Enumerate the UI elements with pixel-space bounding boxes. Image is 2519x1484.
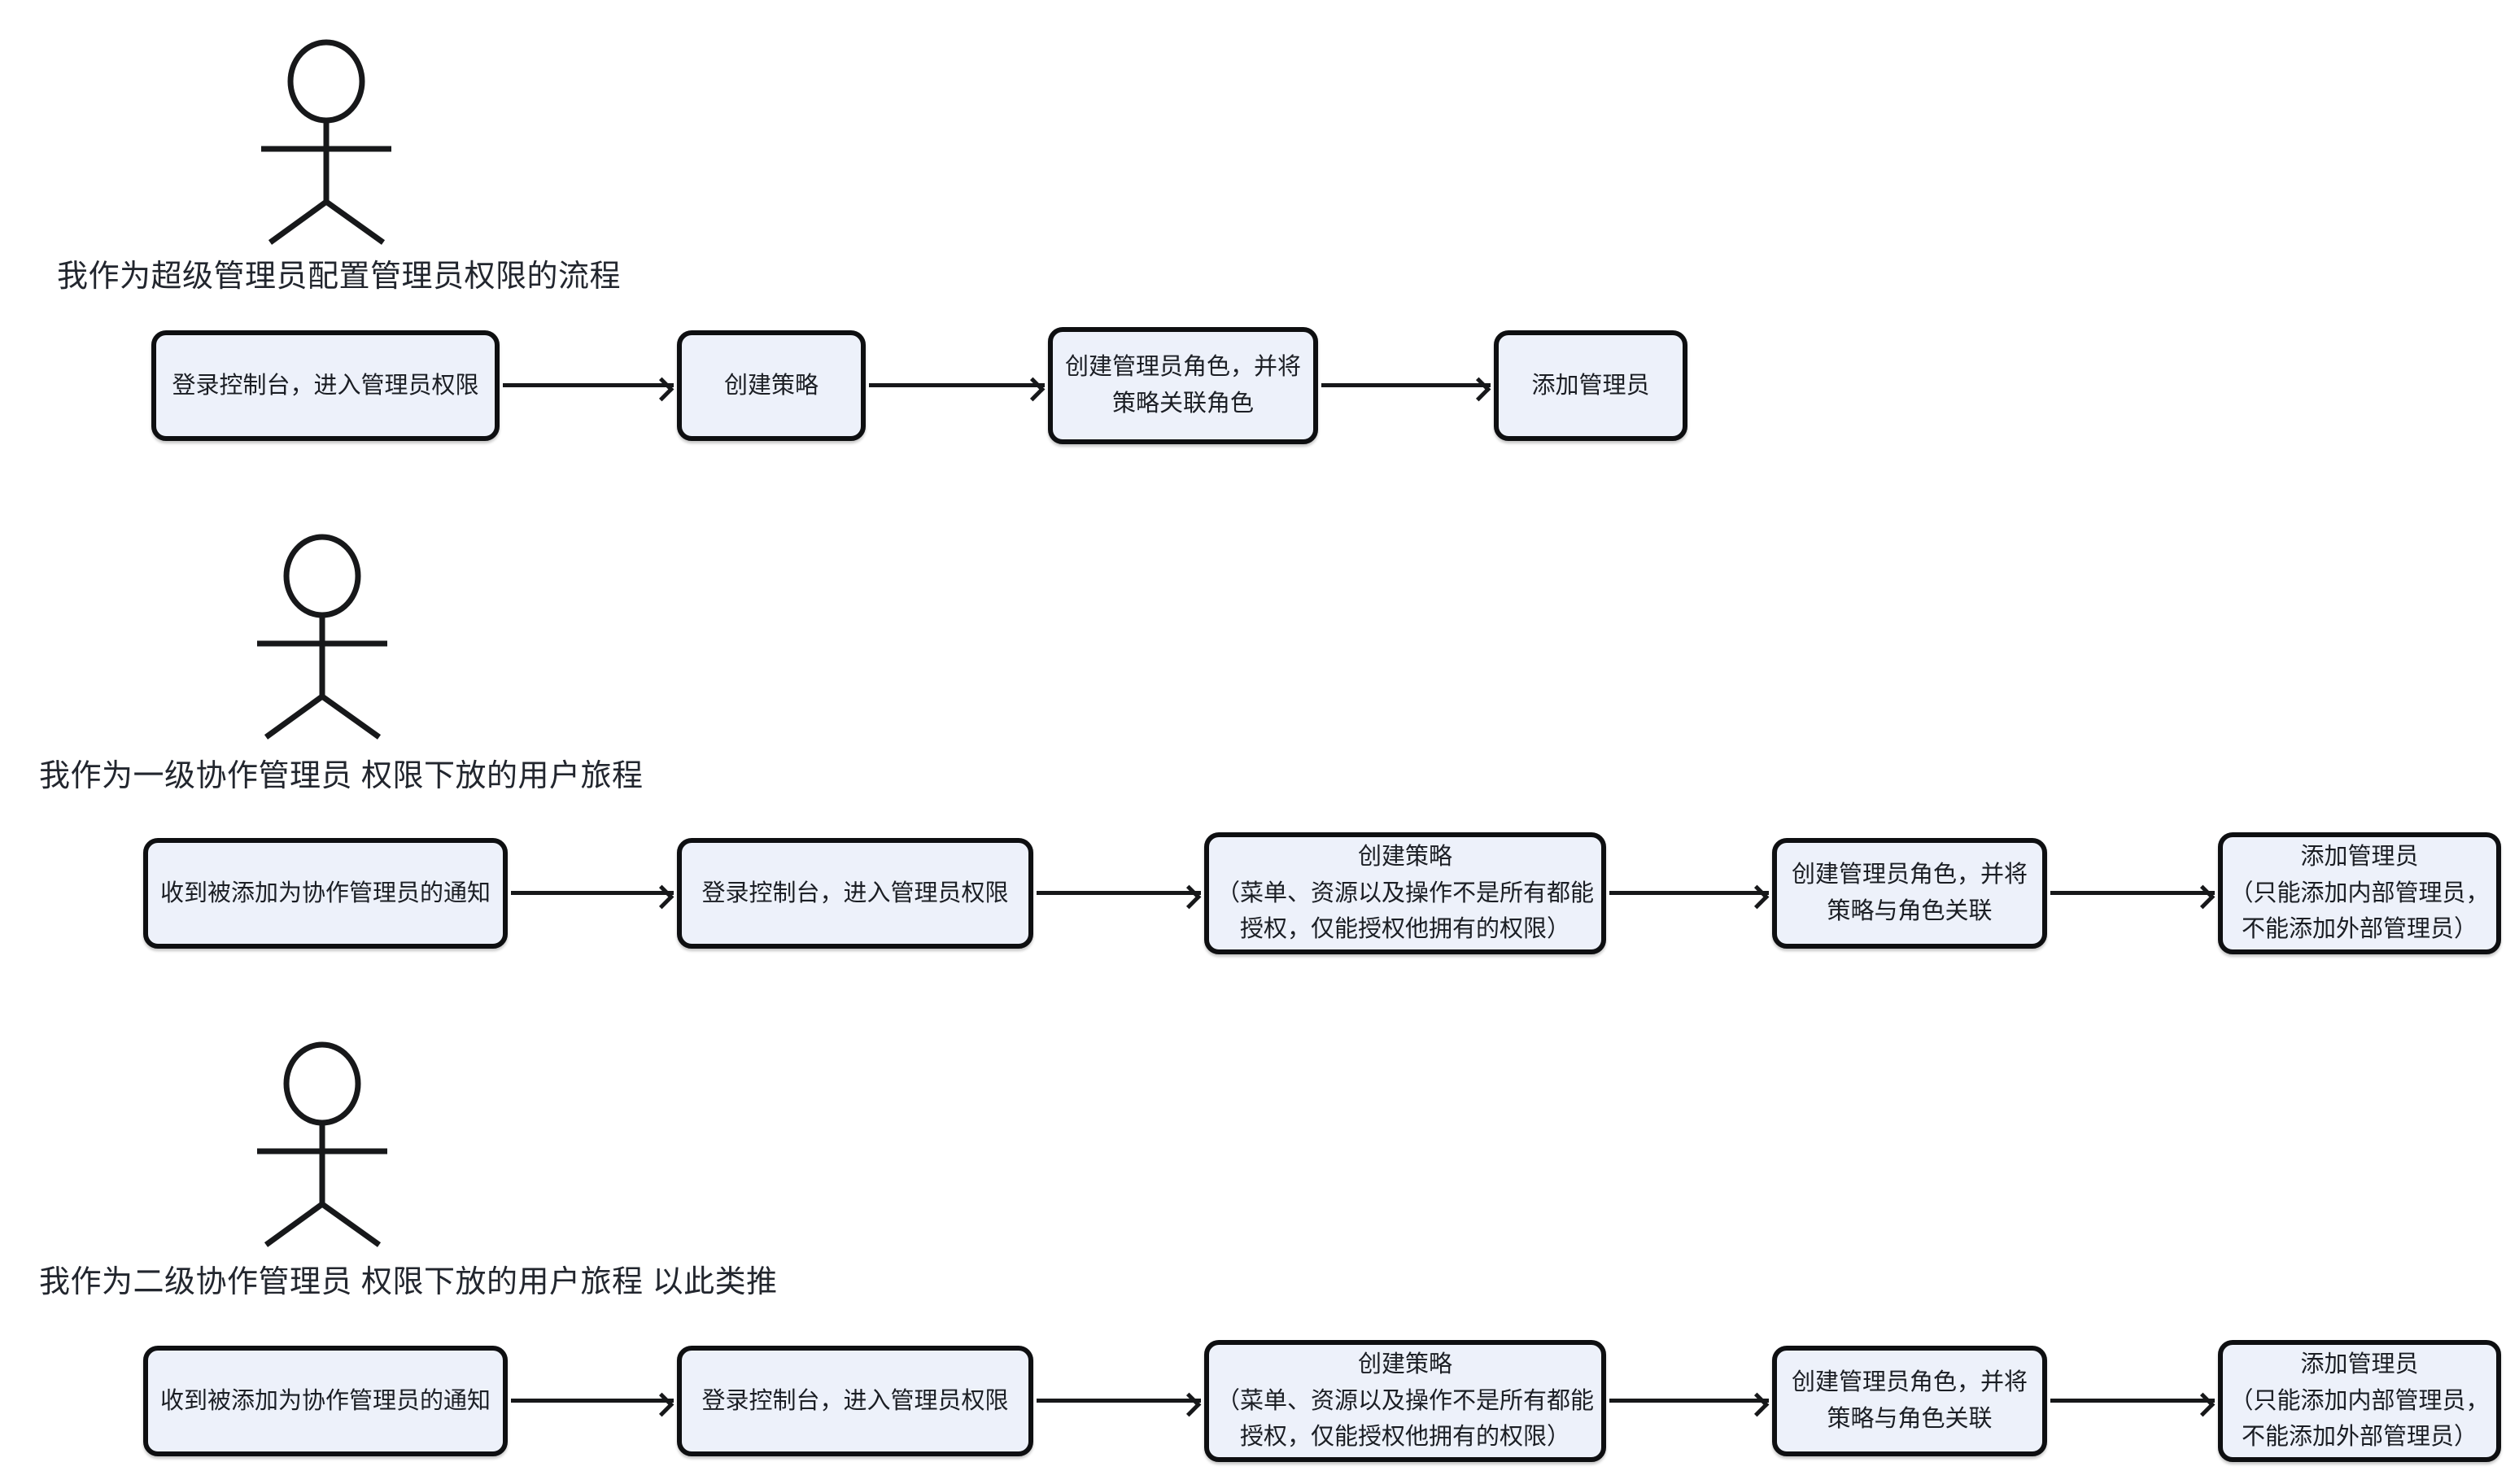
arrow-right-icon: [2050, 891, 2215, 895]
step-box: 登录控制台，进入管理员权限: [677, 1346, 1033, 1456]
step-label: 创建策略 （菜单、资源以及操作不是所有都能 授权，仅能授权他拥有的权限）: [1216, 1351, 1594, 1451]
step-box: 创建策略 （菜单、资源以及操作不是所有都能 授权，仅能授权他拥有的权限）: [1204, 832, 1606, 954]
step-box: 登录控制台，进入管理员权限: [151, 330, 500, 441]
stick-figure-actor-icon: [257, 1041, 387, 1247]
step-box: 创建管理员角色，并将 策略与角色关联: [1772, 1346, 2047, 1456]
step-label: 登录控制台，进入管理员权限: [701, 1387, 1009, 1414]
step-box: 添加管理员 （只能添加内部管理员， 不能添加外部管理员）: [2218, 1340, 2501, 1462]
step-label: 收到被添加为协作管理员的通知: [159, 1387, 491, 1414]
step-box: 添加管理员: [1494, 330, 1687, 441]
stick-figure-actor-icon: [261, 39, 391, 245]
step-label: 创建策略: [723, 372, 819, 399]
step-label: 创建管理员角色，并将 策略与角色关联: [1791, 862, 2028, 924]
step-box: 收到被添加为协作管理员的通知: [143, 838, 508, 949]
arrow-right-icon: [511, 1399, 674, 1403]
step-label: 创建策略 （菜单、资源以及操作不是所有都能 授权，仅能授权他拥有的权限）: [1216, 843, 1594, 943]
step-label: 登录控制台，进入管理员权限: [172, 372, 479, 399]
step-box: 添加管理员 （只能添加内部管理员， 不能添加外部管理员）: [2218, 832, 2501, 954]
flow-title: 我作为超级管理员配置管理员权限的流程: [57, 260, 622, 294]
step-box: 创建策略: [677, 330, 866, 441]
step-box: 创建管理员角色，并将 策略与角色关联: [1772, 838, 2047, 949]
arrow-right-icon: [1037, 1399, 1201, 1403]
step-label: 收到被添加为协作管理员的通知: [159, 879, 491, 906]
step-box: 创建策略 （菜单、资源以及操作不是所有都能 授权，仅能授权他拥有的权限）: [1204, 1340, 1606, 1462]
step-label: 添加管理员: [1531, 372, 1650, 399]
stick-figure-actor-icon: [257, 534, 387, 740]
flow-title: 我作为二级协作管理员 权限下放的用户旅程 以此类推: [39, 1265, 778, 1299]
step-label: 创建管理员角色，并将 策略与角色关联: [1791, 1369, 2028, 1432]
step-box: 创建管理员角色，并将 策略关联角色: [1048, 327, 1318, 444]
arrow-right-icon: [503, 383, 674, 387]
arrow-right-icon: [1609, 891, 1769, 895]
step-box: 登录控制台，进入管理员权限: [677, 838, 1033, 949]
arrow-right-icon: [1321, 383, 1491, 387]
flow-title: 我作为一级协作管理员 权限下放的用户旅程: [39, 759, 644, 793]
step-label: 添加管理员 （只能添加内部管理员， 不能添加外部管理员）: [2229, 1351, 2490, 1451]
step-label: 创建管理员角色，并将 策略关联角色: [1064, 354, 1301, 417]
step-label: 添加管理员 （只能添加内部管理员， 不能添加外部管理员）: [2229, 843, 2490, 943]
arrow-right-icon: [2050, 1399, 2215, 1403]
step-box: 收到被添加为协作管理员的通知: [143, 1346, 508, 1456]
step-label: 登录控制台，进入管理员权限: [701, 879, 1009, 906]
arrow-right-icon: [1609, 1399, 1769, 1403]
arrow-right-icon: [511, 891, 674, 895]
arrow-right-icon: [1037, 891, 1201, 895]
arrow-right-icon: [869, 383, 1045, 387]
